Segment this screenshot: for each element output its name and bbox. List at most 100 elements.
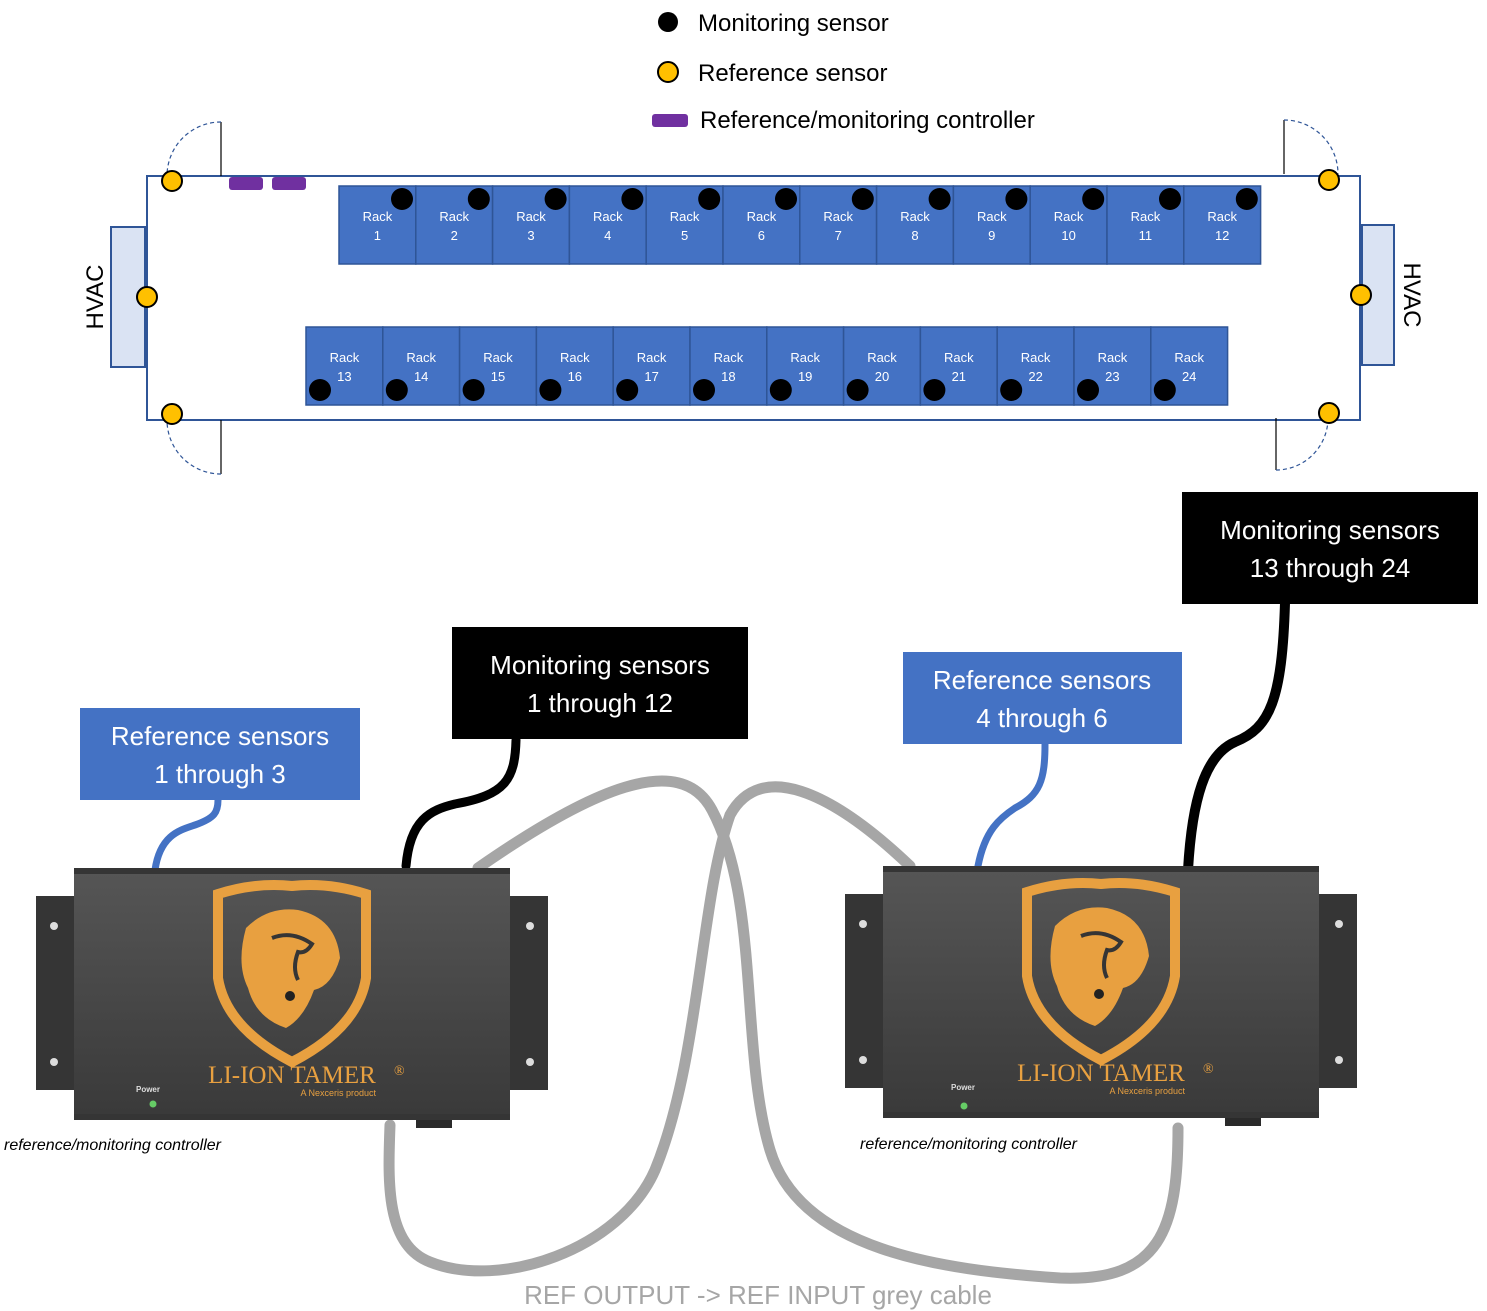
rack-word-label: Rack	[593, 209, 623, 224]
rack-word-label: Rack	[670, 209, 700, 224]
lion-shield-logo	[213, 880, 371, 1068]
monitoring-sensor-5	[698, 188, 721, 210]
reference-sensors	[136, 169, 1372, 425]
black-cable-left	[401, 735, 521, 871]
rack-number-label: 13	[337, 369, 351, 384]
monitoring-sensor-3	[544, 188, 567, 210]
door-top-left	[166, 121, 222, 177]
rack-number-label: 8	[911, 228, 918, 243]
reference-sensor-legend-icon	[657, 61, 679, 83]
reference-sensor-1	[161, 170, 183, 192]
monitoring-sensor-20	[846, 379, 869, 401]
mon-13-24-line1: Monitoring sensors	[1220, 515, 1440, 545]
monitoring-sensor-23	[1077, 379, 1099, 401]
rack-number-label: 3	[527, 228, 534, 243]
rack-word-label: Rack	[1021, 350, 1051, 365]
rack-word-label: Rack	[406, 350, 436, 365]
rack-word-label: Rack	[363, 209, 393, 224]
blue-cable-left	[151, 796, 222, 874]
monitoring-sensor-18	[693, 379, 715, 401]
monitoring-sensor-15	[462, 379, 485, 401]
reference-sensor-6	[1318, 402, 1340, 424]
reference-sensor-4	[1318, 169, 1340, 191]
grey-cable-b	[383, 781, 916, 1277]
legend-monitoring-sensor-label: Monitoring sensor	[698, 10, 889, 37]
reference-sensor-3	[161, 403, 183, 425]
bottom-rack-24: Rack 24	[1150, 326, 1229, 406]
monitoring-sensor-8	[928, 188, 951, 210]
rack-word-label: Rack	[560, 350, 590, 365]
reference-sensor-2	[136, 286, 158, 308]
rack-word-label: Rack	[790, 350, 820, 365]
monitoring-sensor-legend-icon	[658, 12, 678, 32]
rack-number-label: 23	[1105, 369, 1119, 384]
monitoring-sensor-10	[1082, 188, 1105, 210]
monitoring-sensor-21	[923, 379, 946, 401]
legend-reference-sensor-label: Reference sensor	[698, 60, 887, 87]
rack-word-label: Rack	[900, 209, 930, 224]
door-bottom-right	[1275, 417, 1329, 471]
rack-number-label: 16	[568, 369, 582, 384]
monitoring-sensor-24	[1153, 379, 1176, 401]
grey-cable-caption: REF OUTPUT -> REF INPUT grey cable	[524, 1280, 992, 1310]
monitoring-sensor-11	[1159, 188, 1181, 210]
monitoring-sensor-7	[851, 188, 874, 210]
rack-word-label: Rack	[714, 350, 744, 365]
room-floorplan: HVAC HVAC Rack1Rack2Rack3Rack4Rack5Rack6…	[82, 119, 1425, 475]
monitoring-sensor-1	[391, 188, 413, 210]
controller-device-1: LI-ION TAMER ® A Nexceris product Power	[36, 868, 548, 1128]
controller-2-power-led	[960, 1102, 968, 1110]
controller-device-2: LI-ION TAMER ® A Nexceris product Power	[845, 866, 1357, 1126]
label-mon-1-12: Monitoring sensors 1 through 12	[452, 627, 748, 739]
rack-number-label: 20	[875, 369, 889, 384]
rack-word-label: Rack	[637, 350, 667, 365]
ref-4-6-line2: 4 through 6	[976, 703, 1108, 733]
hvac-right-label: HVAC	[1398, 263, 1425, 328]
rack-word-label: Rack	[1174, 350, 1204, 365]
controller-2-tagline: A Nexceris product	[1109, 1086, 1185, 1096]
rack-word-label: Rack	[747, 209, 777, 224]
black-cable-right	[1183, 598, 1290, 875]
mon-13-24-line2: 13 through 24	[1250, 553, 1410, 583]
blue-cable-right	[974, 740, 1049, 870]
bottom-rack-17: Rack 17	[612, 326, 691, 406]
ref-1-3-line2: 1 through 3	[154, 759, 286, 789]
label-ref-1-3: Reference sensors 1 through 3	[80, 708, 360, 800]
rack-number-label: 17	[644, 369, 658, 384]
door-top-right	[1283, 119, 1339, 175]
top-rack-row: Rack1Rack2Rack3Rack4Rack5Rack6Rack7Rack8…	[338, 185, 1262, 265]
controller-2-registered-mark: ®	[1203, 1062, 1214, 1077]
cables	[151, 598, 1290, 1284]
rack-word-label: Rack	[977, 209, 1007, 224]
monitoring-sensor-6	[775, 188, 797, 210]
monitoring-sensor-13	[309, 379, 331, 401]
rack-word-label: Rack	[516, 209, 546, 224]
ref-4-6-line1: Reference sensors	[933, 665, 1151, 695]
top-rack-3: Rack 3	[491, 185, 571, 265]
monitoring-sensor-16	[539, 379, 562, 401]
rack-word-label: Rack	[483, 350, 513, 365]
rack-word-label: Rack	[823, 209, 853, 224]
controller-1-power-led	[149, 1100, 157, 1108]
controller-1-tagline: A Nexceris product	[300, 1088, 376, 1098]
rack-word-label: Rack	[1098, 350, 1128, 365]
monitoring-sensor-14	[385, 379, 408, 401]
label-ref-4-6: Reference sensors 4 through 6	[903, 652, 1182, 744]
rack-number-label: 6	[758, 228, 765, 243]
rack-number-label: 11	[1139, 228, 1153, 243]
rack-word-label: Rack	[944, 350, 974, 365]
rack-number-label: 24	[1182, 369, 1196, 384]
controller-1-caption: reference/monitoring controller	[4, 1137, 222, 1154]
